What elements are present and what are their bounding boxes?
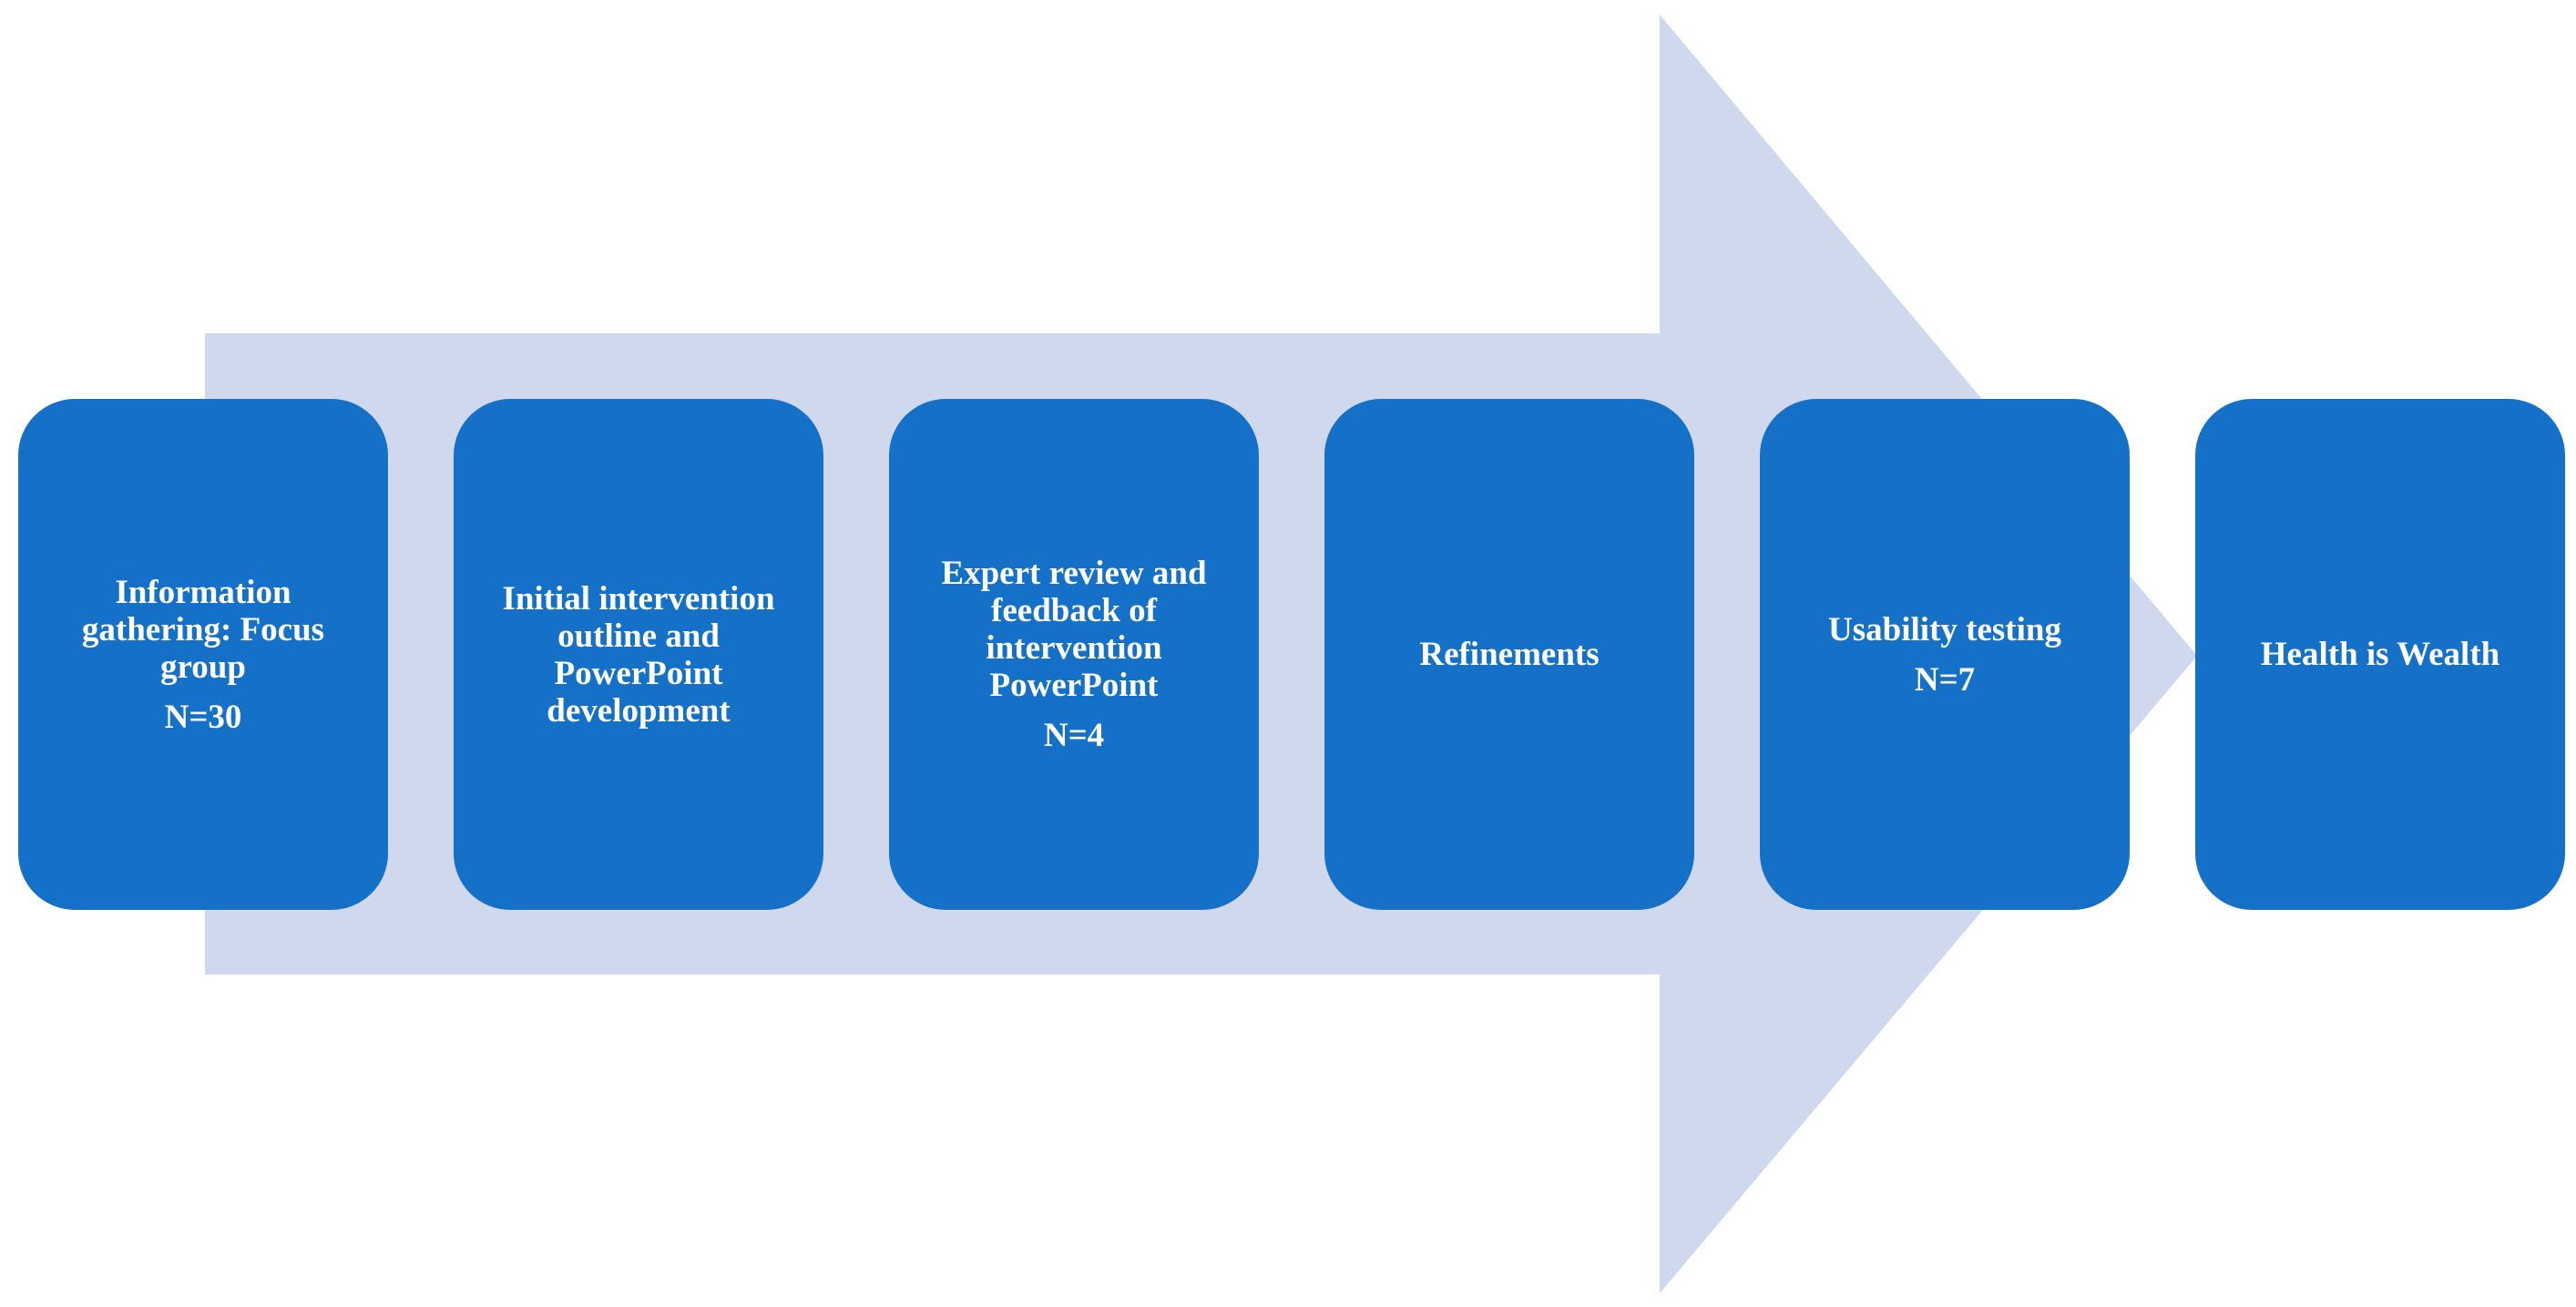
step-intervention-outline: Initial intervention outline and PowerPo… [454,399,823,910]
step-usability-testing: Usability testing N=7 [1760,399,2130,910]
step-sample-size: N=30 [164,698,242,736]
step-label: Information gathering: Focus group [81,573,325,686]
step-label: Expert review and feedback of interventi… [941,555,1207,704]
step-sample-size: N=4 [1043,717,1105,754]
step-information-gathering: Information gathering: Focus group N=30 [18,399,388,910]
step-label: Initial intervention outline and PowerPo… [502,579,775,730]
step-refinements: Refinements [1324,399,1694,910]
step-label: Usability testing [1828,610,2061,648]
step-expert-review: Expert review and feedback of interventi… [889,399,1259,910]
step-sample-size: N=7 [1914,660,1976,699]
step-label: Health is Wealth [2260,636,2500,673]
step-label: Refinements [1419,636,1600,673]
step-health-is-wealth: Health is Wealth [2195,399,2565,910]
